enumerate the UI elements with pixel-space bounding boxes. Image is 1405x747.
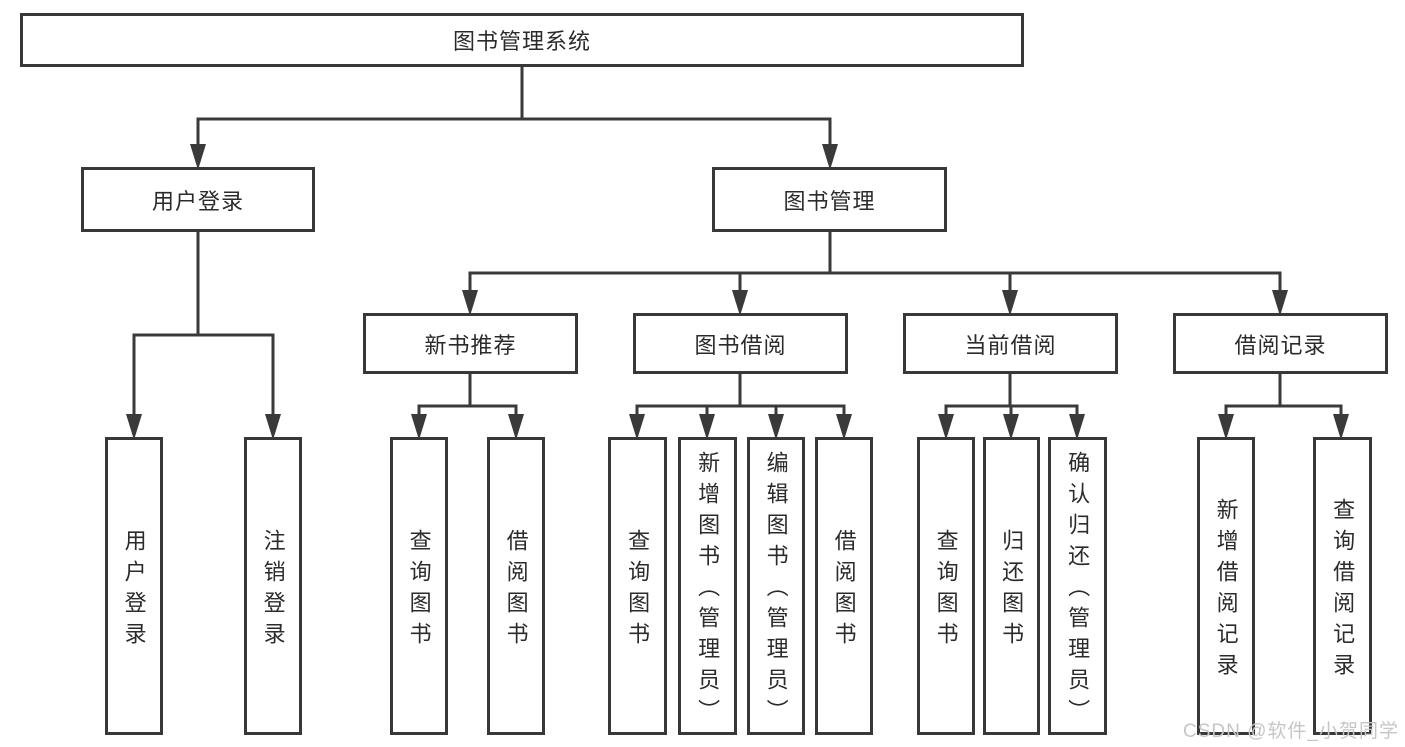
- leaf-label: 查询借阅记录: [1330, 497, 1356, 684]
- leaf-label: 新增图书（管理员）: [695, 451, 721, 730]
- leaf-confirm-return-admin: 确认归还（管理员）: [1048, 437, 1107, 735]
- leaf-query-books-borrowing: 查询图书: [608, 437, 667, 735]
- leaf-label: 注销登录: [260, 528, 286, 653]
- arrowhead: [1218, 414, 1234, 440]
- leaf-label: 确认归还（管理员）: [1065, 451, 1091, 730]
- arrowhead: [938, 414, 954, 440]
- arrowhead: [190, 144, 206, 170]
- node-label: 当前借阅: [964, 332, 1057, 358]
- arrowhead: [1272, 290, 1288, 316]
- node-book-borrowing: 图书借阅: [633, 313, 848, 374]
- connector-new-book-recommendation-to-leaves: [417, 373, 518, 422]
- node-user-login: 用户登录: [81, 167, 315, 232]
- leaf-query-books-current: 查询图书: [917, 437, 975, 735]
- node-current-borrowing: 当前借阅: [903, 313, 1118, 374]
- leaf-return-books: 归还图书: [983, 437, 1040, 735]
- arrowhead: [462, 290, 478, 316]
- leaf-label: 借阅图书: [503, 528, 529, 653]
- node-label: 图书借阅: [694, 332, 787, 358]
- node-new-book-recommendation: 新书推荐: [363, 313, 578, 374]
- node-book-management: 图书管理: [712, 167, 947, 232]
- csdn-watermark: CSDN @软件_小贺同学: [1183, 721, 1399, 742]
- arrowhead: [1002, 290, 1018, 316]
- leaf-query-books-recommendation: 查询图书: [390, 437, 448, 735]
- leaf-user-login: 用户登录: [105, 437, 163, 735]
- leaf-logout: 注销登录: [244, 437, 302, 735]
- connector-book-management-to-level3: [468, 232, 1282, 298]
- leaf-label: 查询图书: [406, 528, 432, 653]
- leaf-borrow-books-borrowing: 借阅图书: [815, 437, 873, 735]
- leaf-query-borrow-record: 查询借阅记录: [1313, 437, 1372, 735]
- node-label: 用户登录: [151, 188, 244, 214]
- leaf-label: 查询图书: [933, 528, 959, 653]
- arrowhead: [126, 414, 142, 440]
- arrowhead: [836, 414, 852, 440]
- connector-book-borrowing-to-leaves: [635, 373, 846, 422]
- leaf-label: 用户登录: [121, 528, 147, 653]
- connector-borrowing-records-to-leaves: [1224, 373, 1343, 422]
- leaf-add-borrow-record: 新增借阅记录: [1197, 437, 1255, 735]
- leaf-label: 新增借阅记录: [1213, 497, 1239, 684]
- arrowhead: [732, 290, 748, 316]
- leaf-label: 查询图书: [625, 528, 651, 653]
- arrowhead: [768, 414, 784, 440]
- arrowhead: [629, 414, 645, 440]
- node-library-management-system: 图书管理系统: [20, 13, 1024, 67]
- node-borrowing-records: 借阅记录: [1173, 313, 1388, 374]
- node-label: 图书管理: [783, 188, 876, 214]
- connector-user-login-to-leaves: [132, 232, 275, 422]
- arrowhead: [822, 144, 838, 170]
- leaf-label: 归还图书: [999, 528, 1025, 653]
- leaf-edit-book-admin: 编辑图书（管理员）: [747, 437, 805, 735]
- leaf-borrow-books-recommendation: 借阅图书: [487, 437, 545, 735]
- arrowhead: [699, 414, 715, 440]
- arrowhead: [1333, 414, 1349, 440]
- leaf-label: 编辑图书（管理员）: [763, 451, 789, 730]
- arrowhead: [411, 414, 427, 440]
- node-label: 新书推荐: [424, 332, 517, 358]
- node-label: 图书管理系统: [452, 29, 591, 54]
- arrowhead: [1003, 414, 1019, 440]
- arrowhead: [265, 414, 281, 440]
- arrowhead: [508, 414, 524, 440]
- leaf-add-book-admin: 新增图书（管理员）: [678, 437, 737, 735]
- connector-root-to-level2: [196, 65, 832, 152]
- node-label: 借阅记录: [1234, 332, 1327, 358]
- arrowhead: [1069, 414, 1085, 440]
- leaf-label: 借阅图书: [831, 528, 857, 653]
- arrowheads: [126, 144, 1349, 440]
